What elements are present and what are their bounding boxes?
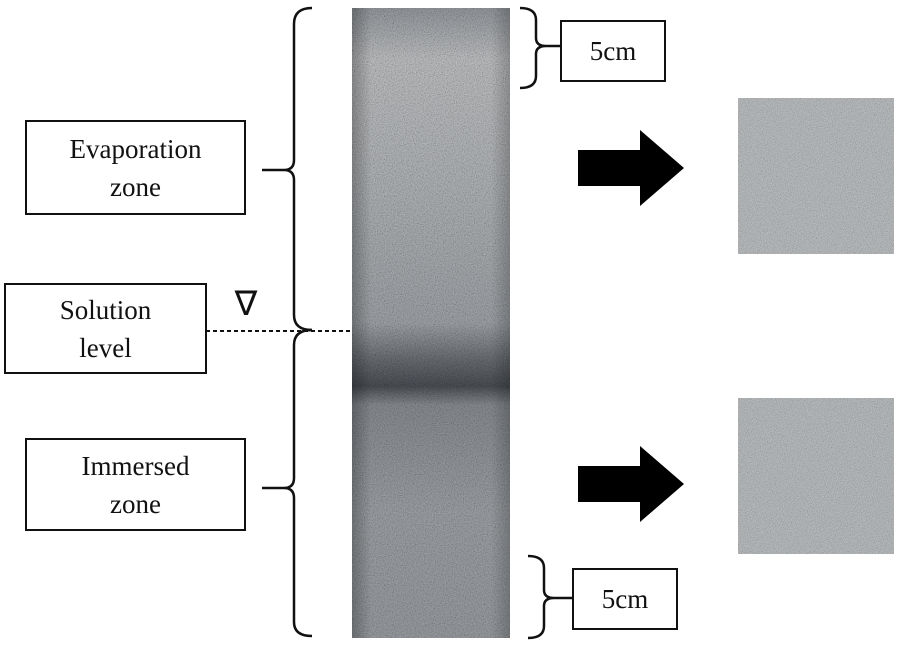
bottom-scale-label: 5cm: [572, 568, 678, 630]
top-scale-bracket: [519, 6, 560, 90]
solution-level-label: Solution level: [4, 283, 207, 374]
evaporation-zone-label: Evaporation zone: [25, 120, 246, 215]
immersed-zone-line2: zone: [110, 488, 161, 519]
immersed-sample-image: [738, 398, 894, 554]
top-scale-label: 5cm: [560, 20, 666, 82]
concrete-specimen: [352, 8, 510, 638]
solution-level-line1: Solution: [59, 294, 152, 325]
immersed-zone-line1: Immersed: [81, 450, 190, 481]
bottom-scale-bracket: [527, 554, 572, 640]
evaporation-zone-line1: Evaporation: [69, 133, 202, 164]
arrow-immersed-icon: [578, 446, 684, 522]
zone-brackets: [262, 6, 313, 638]
arrow-evaporation-icon: [578, 130, 684, 206]
evaporation-sample-image: [738, 98, 894, 254]
inverted-triangle-icon: ∇: [234, 284, 258, 324]
evaporation-zone-line2: zone: [110, 171, 161, 202]
solution-level-line2: level: [79, 332, 132, 363]
immersed-zone-label: Immersed zone: [25, 438, 246, 531]
